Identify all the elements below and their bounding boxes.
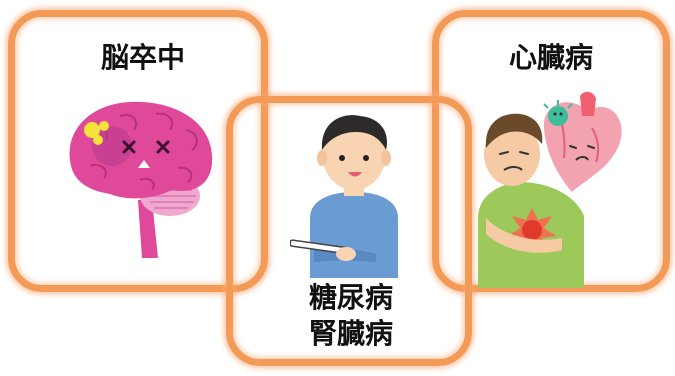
- cerebrum: [69, 101, 213, 199]
- diabetes-label: 糖尿病: [308, 281, 393, 314]
- virus-icon: [543, 100, 573, 126]
- man-hair-brown: [485, 113, 543, 148]
- brain-mouth: [138, 160, 150, 168]
- lightning-burst-icon: [84, 121, 109, 145]
- heart-artery: [580, 91, 596, 116]
- pain-burst-icon: [508, 208, 556, 252]
- diabetes-kidney-panel-frame: [226, 96, 472, 366]
- brain-stem: [138, 200, 158, 258]
- stroke-label: 脳卒中: [100, 41, 185, 74]
- heart-disease-panel-frame: [432, 10, 670, 292]
- man-eyes: [499, 151, 529, 155]
- man-head: [322, 118, 386, 190]
- brain-icon: [69, 101, 213, 258]
- stroke-spot: [92, 126, 132, 166]
- man-hand: [336, 247, 356, 261]
- man-ear-right: [381, 150, 391, 166]
- heart-mouth: [575, 156, 589, 161]
- stroke-panel-frame: [8, 10, 268, 292]
- heart-shape: [543, 102, 622, 192]
- man-hand: [486, 218, 562, 253]
- kidney-disease-label: 腎臓病: [308, 317, 393, 350]
- man-mouth: [348, 172, 362, 177]
- man-shirt: [310, 192, 398, 278]
- man-eye-right: [363, 155, 369, 161]
- man-ear-left: [317, 150, 327, 166]
- heart-face: [569, 145, 595, 149]
- heart-attack-icon: [478, 91, 622, 288]
- man-hair: [321, 115, 387, 150]
- man-eye-left: [339, 155, 345, 161]
- insulin-man-icon: [290, 115, 398, 278]
- brain-face: [122, 140, 170, 154]
- heart-disease-label: 心臓病: [508, 41, 593, 74]
- man-mouth: [503, 166, 523, 171]
- man-head: [484, 122, 540, 186]
